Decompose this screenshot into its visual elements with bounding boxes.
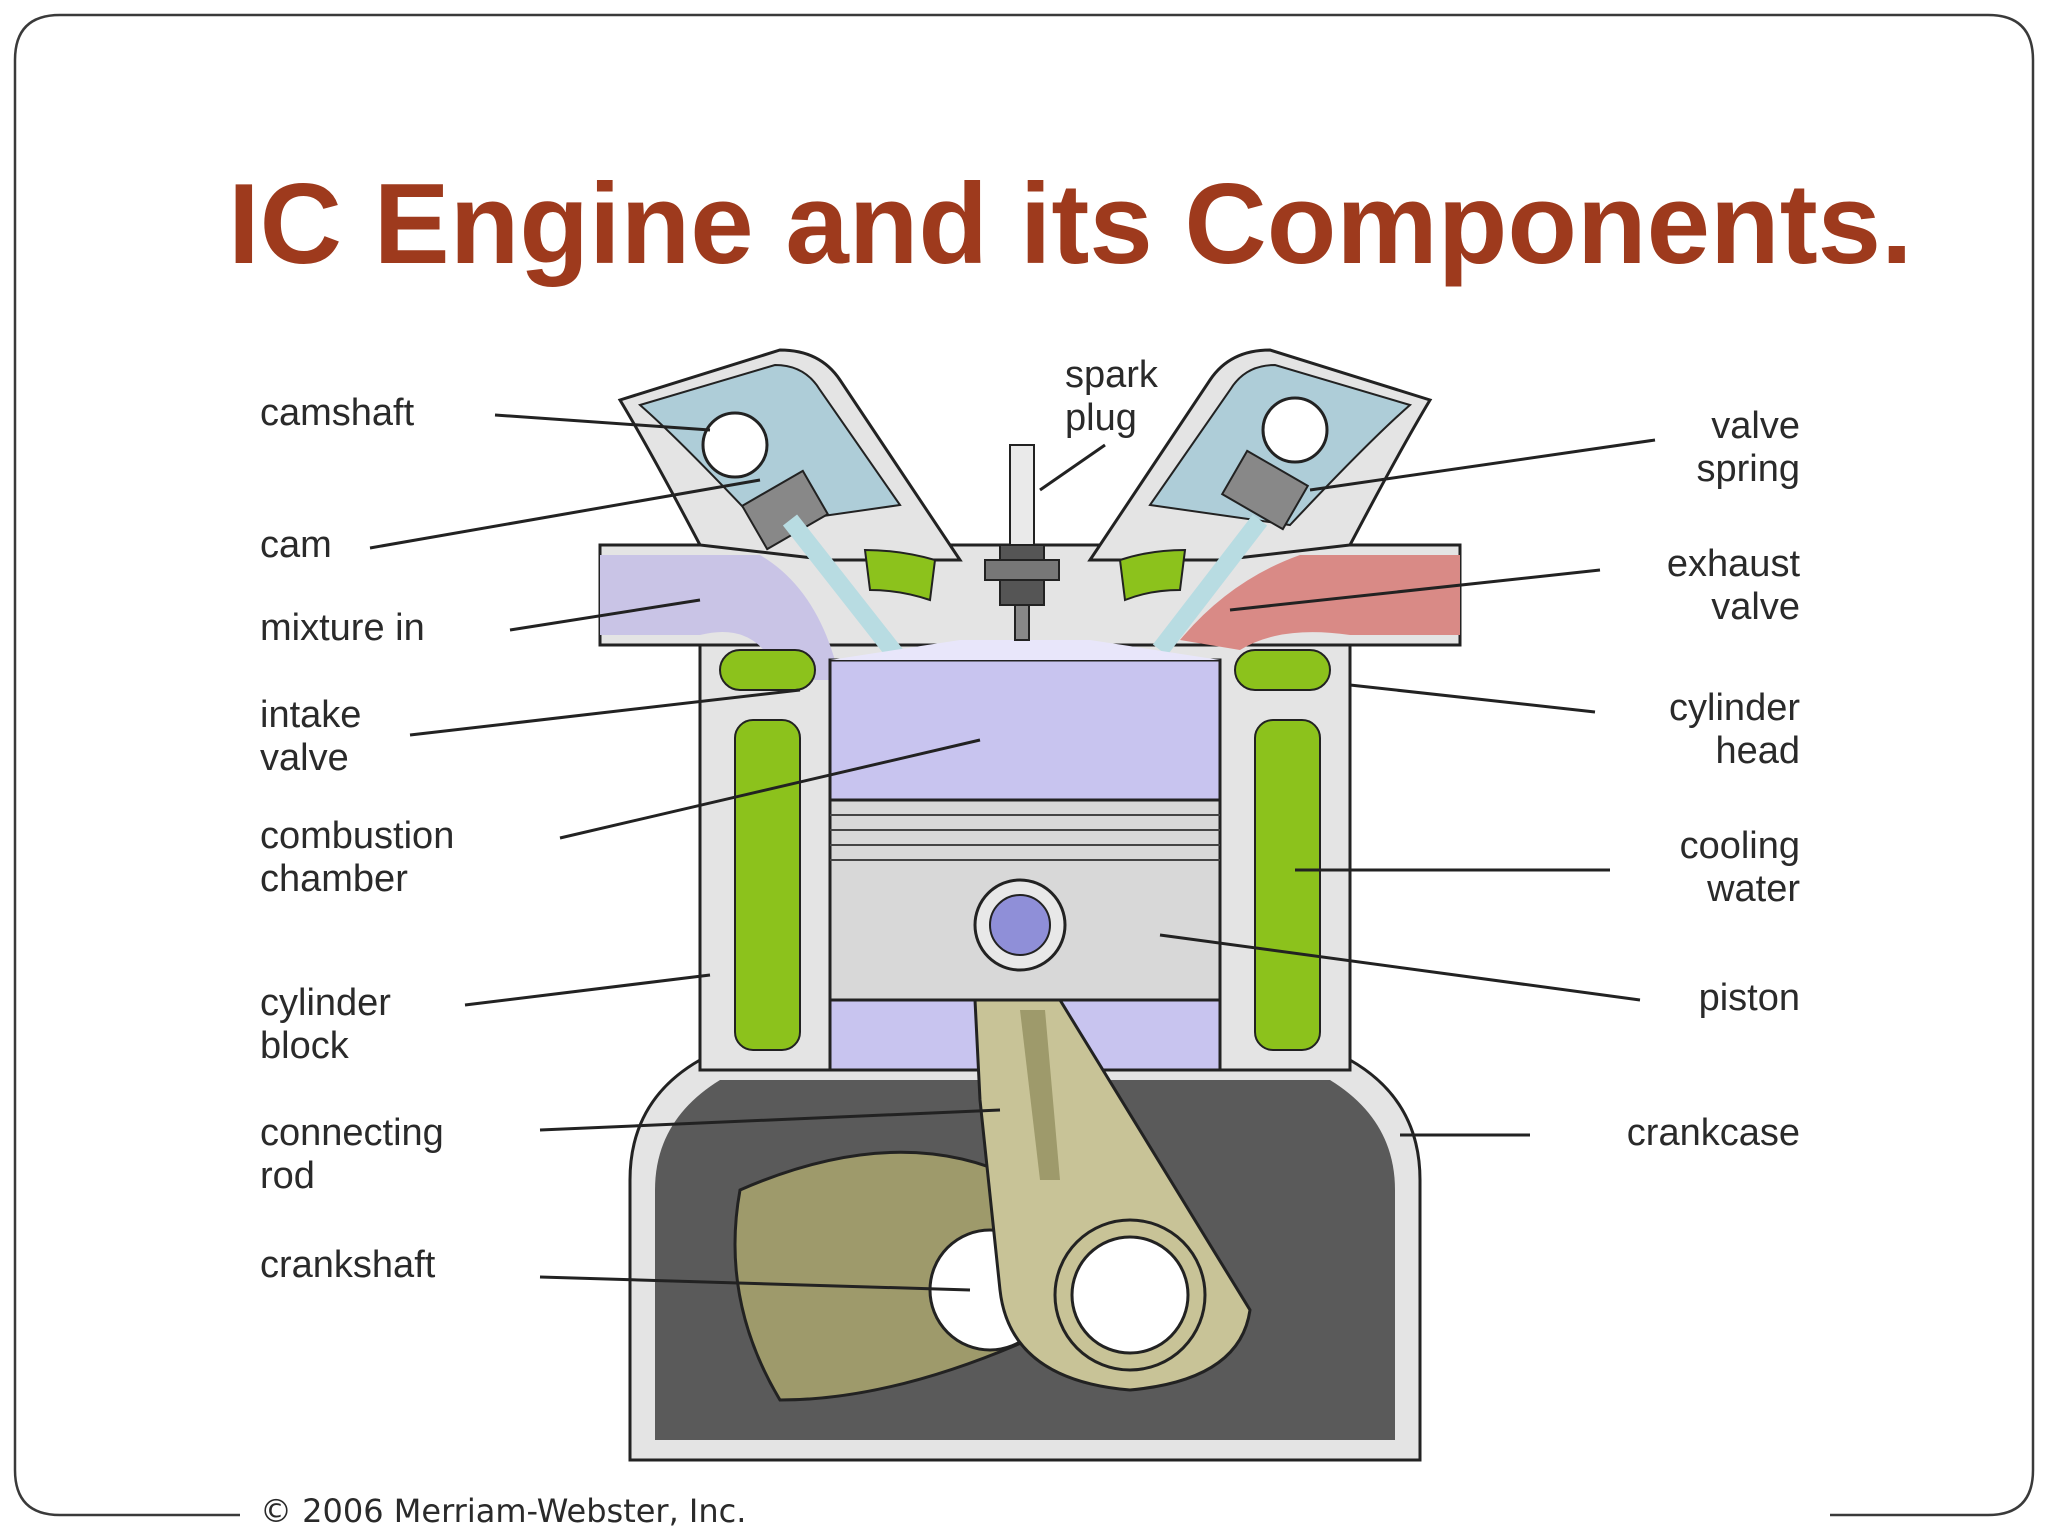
cooling-jacket-right bbox=[1254, 719, 1321, 1051]
label-intake-valve-2: valve bbox=[260, 737, 349, 779]
label-combustion-2: chamber bbox=[260, 858, 408, 900]
label-cam: cam bbox=[260, 524, 332, 566]
label-combustion-1: combustion bbox=[260, 815, 454, 857]
cooling-jacket-left bbox=[734, 719, 801, 1051]
label-valve-spring-1: valve bbox=[1711, 405, 1800, 447]
label-spark-plug-1: spark bbox=[1065, 354, 1159, 396]
label-intake-valve-1: intake bbox=[260, 694, 361, 736]
label-cooling-water-1: cooling bbox=[1680, 825, 1800, 867]
label-cylinder-block-2: block bbox=[260, 1025, 350, 1067]
label-cylinder-head-2: head bbox=[1715, 730, 1800, 772]
label-cylinder-block-1: cylinder bbox=[260, 982, 391, 1024]
copyright-notice: © 2006 Merriam-Webster, Inc. bbox=[260, 1492, 746, 1530]
label-connecting-rod-2: rod bbox=[260, 1155, 315, 1197]
spark-plug bbox=[984, 444, 1060, 641]
page-title: IC Engine and its Components. bbox=[228, 161, 1913, 288]
label-connecting-rod-1: connecting bbox=[260, 1112, 444, 1154]
intake-cam-housing bbox=[617, 348, 963, 562]
label-crankshaft: crankshaft bbox=[260, 1244, 436, 1286]
label-exhaust-valve-1: exhaust bbox=[1667, 543, 1801, 585]
camshaft-lobe bbox=[701, 411, 769, 479]
exhaust-cam-housing bbox=[1087, 348, 1433, 562]
label-cylinder-head-1: cylinder bbox=[1669, 687, 1800, 729]
label-camshaft: camshaft bbox=[260, 392, 415, 434]
label-cooling-water-2: water bbox=[1706, 868, 1800, 910]
piston-body bbox=[828, 798, 1222, 1002]
combustion-chamber bbox=[828, 658, 1222, 802]
label-piston: piston bbox=[1699, 977, 1800, 1019]
connecting-rod bbox=[973, 998, 1252, 1392]
label-exhaust-valve-2: valve bbox=[1711, 586, 1800, 628]
label-spark-plug-2: plug bbox=[1065, 397, 1137, 439]
label-mixture-in: mixture in bbox=[260, 607, 425, 649]
label-valve-spring-2: spring bbox=[1697, 448, 1801, 490]
label-crankcase: crankcase bbox=[1627, 1112, 1800, 1154]
camshaft-lobe-exhaust bbox=[1261, 396, 1329, 464]
